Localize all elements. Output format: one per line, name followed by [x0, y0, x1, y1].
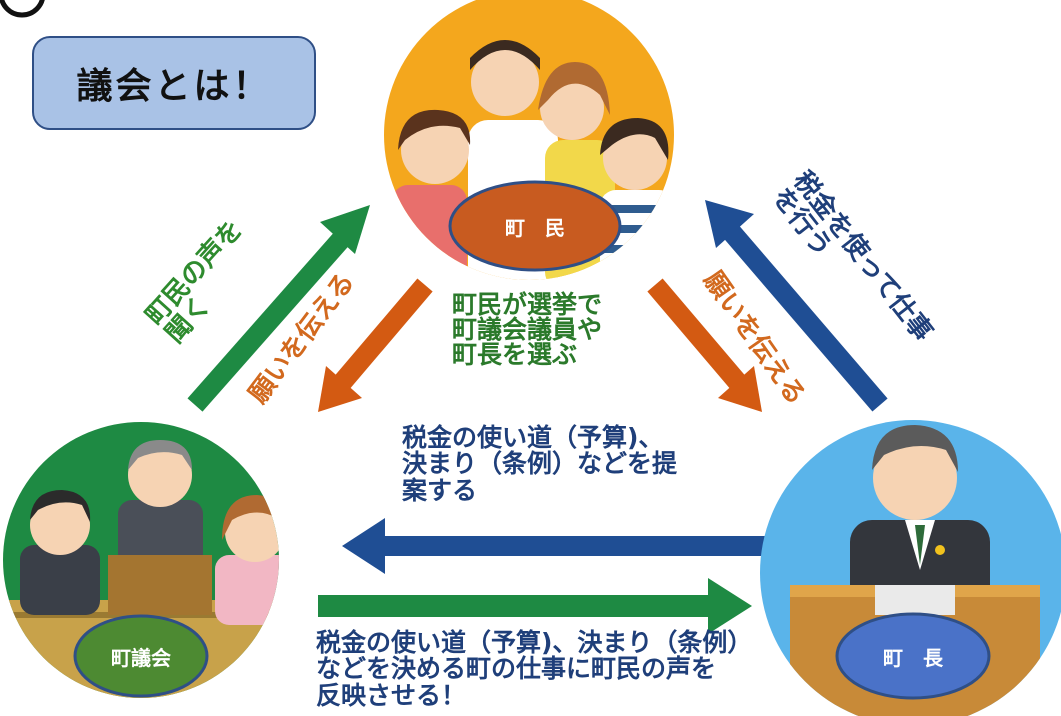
arrow-decide [318, 578, 752, 634]
arrow-use-tax [705, 200, 888, 412]
mayor-label-oval [835, 612, 991, 700]
arrow-wish-right [647, 278, 762, 412]
residents-label-oval [448, 180, 622, 272]
election-text: 町民が選挙で 町議会議員や 町長を選ぶ [446, 290, 609, 369]
step-number-badge [0, 0, 45, 18]
page-title: 議会とは！ [32, 36, 316, 130]
arrow-listen [187, 205, 370, 412]
council-label-oval [73, 614, 209, 698]
mayor-label: 町 長 [883, 645, 943, 670]
arrow-propose [342, 518, 772, 574]
propose-text: 税金の使い道（予算)、 決まり（条例）などを提 案する [402, 423, 678, 505]
arrow-wish-left [318, 278, 433, 412]
residents-label: 町 民 [505, 215, 565, 240]
council-label: 町議会 [111, 645, 171, 670]
decide-text: 税金の使い道（予算)、決まり（条例） などを決める町の仕事に町民の声を 反映させ… [316, 628, 753, 710]
